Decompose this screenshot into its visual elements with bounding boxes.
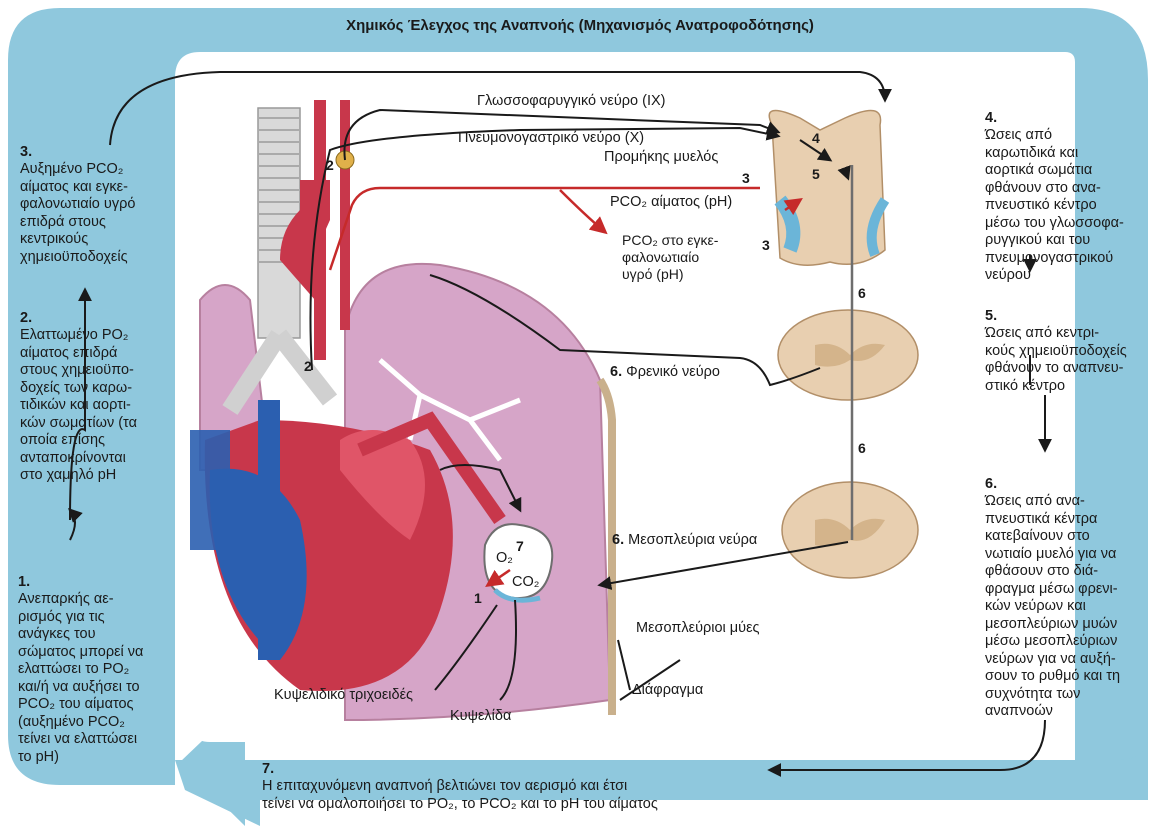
step-7-number: 7. bbox=[262, 761, 274, 777]
medulla-section bbox=[769, 110, 885, 265]
step-6-number: 6. bbox=[985, 476, 997, 492]
marker-2-carotid: 2 bbox=[326, 157, 334, 173]
step-3-number: 3. bbox=[20, 144, 32, 160]
marker-1: 1 bbox=[474, 590, 482, 606]
marker-7: 7 bbox=[516, 538, 524, 554]
intercostal-muscles-label: Μεσοπλεύριοι μύες bbox=[636, 620, 760, 637]
marker-4: 4 bbox=[812, 130, 820, 146]
marker-5: 5 bbox=[812, 166, 820, 182]
marker-6-lower: 6 bbox=[858, 440, 866, 456]
marker-3-upper: 3 bbox=[742, 170, 750, 186]
co2-label: CO₂ bbox=[512, 574, 539, 591]
step-6-caption: 6. Ώσεις από ανα- πνευστικά κέντρα κατεβ… bbox=[985, 458, 1135, 721]
marker-3-lower: 3 bbox=[762, 237, 770, 253]
pco2-csf-label: PCO₂ στο εγκε- φαλονωτιαίο υγρό (pH) bbox=[622, 232, 718, 283]
step-4-number: 4. bbox=[985, 110, 997, 126]
step-7-caption: 7. Η επιταχυνόμενη αναπνοή βελτιώνει τον… bbox=[262, 743, 782, 813]
step-4-caption: 4. Ώσεις από καρωτιδικά και αορτικά σωμά… bbox=[985, 92, 1135, 285]
diagram-title: Χημικός Έλεγχος της Αναπνοής (Μηχανισμός… bbox=[270, 17, 890, 34]
pco2-blood-label: PCO₂ αίματος (pH) bbox=[610, 194, 732, 211]
step-1-text: Ανεπαρκής αε- ρισμός για τις ανάγκες του… bbox=[18, 591, 143, 765]
phrenic-nerve-label: 6. Φρενικό νεύρο bbox=[610, 364, 720, 381]
intercostal-nerves-label: 6. Μεσοπλεύρια νεύρα bbox=[612, 532, 757, 549]
step-5-text: Ώσεις από κεντρι- κούς χημειοϋποδοχείς φ… bbox=[985, 325, 1127, 394]
o2-label: O₂ bbox=[496, 550, 513, 567]
intercostal-nerves-number: 6. bbox=[612, 532, 624, 548]
step-2-number: 2. bbox=[20, 310, 32, 326]
marker-6-upper: 6 bbox=[858, 285, 866, 301]
step-4-text: Ώσεις από καρωτιδικά και αορτικά σωμάτια… bbox=[985, 127, 1124, 283]
step-1-number: 1. bbox=[18, 574, 30, 590]
step-5-number: 5. bbox=[985, 308, 997, 324]
medulla-label: Προμήκης μυελός bbox=[604, 149, 718, 166]
alveolar-capillary-label: Κυψελιδικό τριχοειδές bbox=[274, 687, 413, 704]
step-7-text: Η επιταχυνόμενη αναπνοή βελτιώνει τον αε… bbox=[262, 778, 658, 812]
step-6-text: Ώσεις από ανα- πνευστικά κέντρα κατεβαίν… bbox=[985, 493, 1120, 719]
glossopharyngeal-nerve-label: Γλωσσοφαρυγγικό νεύρο (IX) bbox=[477, 93, 666, 110]
step-2-text: Ελαττωμένο PO₂ αίματος επιδρά στους χημε… bbox=[20, 327, 137, 483]
step-3-caption: 3. Αυξημένο PCO₂ αίματος και εγκε- φαλον… bbox=[20, 126, 170, 266]
intercostal-nerves-text: Μεσοπλεύρια νεύρα bbox=[628, 532, 757, 548]
spinal-cord-section-lower bbox=[782, 482, 918, 578]
step-3-text: Αυξημένο PCO₂ αίματος και εγκε- φαλονωτι… bbox=[20, 161, 135, 265]
alveolus-label: Κυψελίδα bbox=[450, 708, 511, 725]
diaphragm-label: Διάφραγμα bbox=[632, 682, 703, 699]
marker-2-aortic: 2 bbox=[304, 358, 312, 374]
step-2-caption: 2. Ελαττωμένο PO₂ αίματος επιδρά στους χ… bbox=[20, 292, 170, 485]
step-5-caption: 5. Ώσεις από κεντρι- κούς χημειοϋποδοχεί… bbox=[985, 290, 1135, 395]
vagus-nerve-label: Πνευμονογαστρικό νεύρο (X) bbox=[458, 130, 644, 147]
spinal-cord-section-upper bbox=[778, 310, 918, 400]
phrenic-nerve-text: Φρενικό νεύρο bbox=[626, 364, 720, 380]
step-1-caption: 1. Ανεπαρκής αε- ρισμός για τις ανάγκες … bbox=[18, 556, 173, 766]
phrenic-nerve-number: 6. bbox=[610, 364, 622, 380]
